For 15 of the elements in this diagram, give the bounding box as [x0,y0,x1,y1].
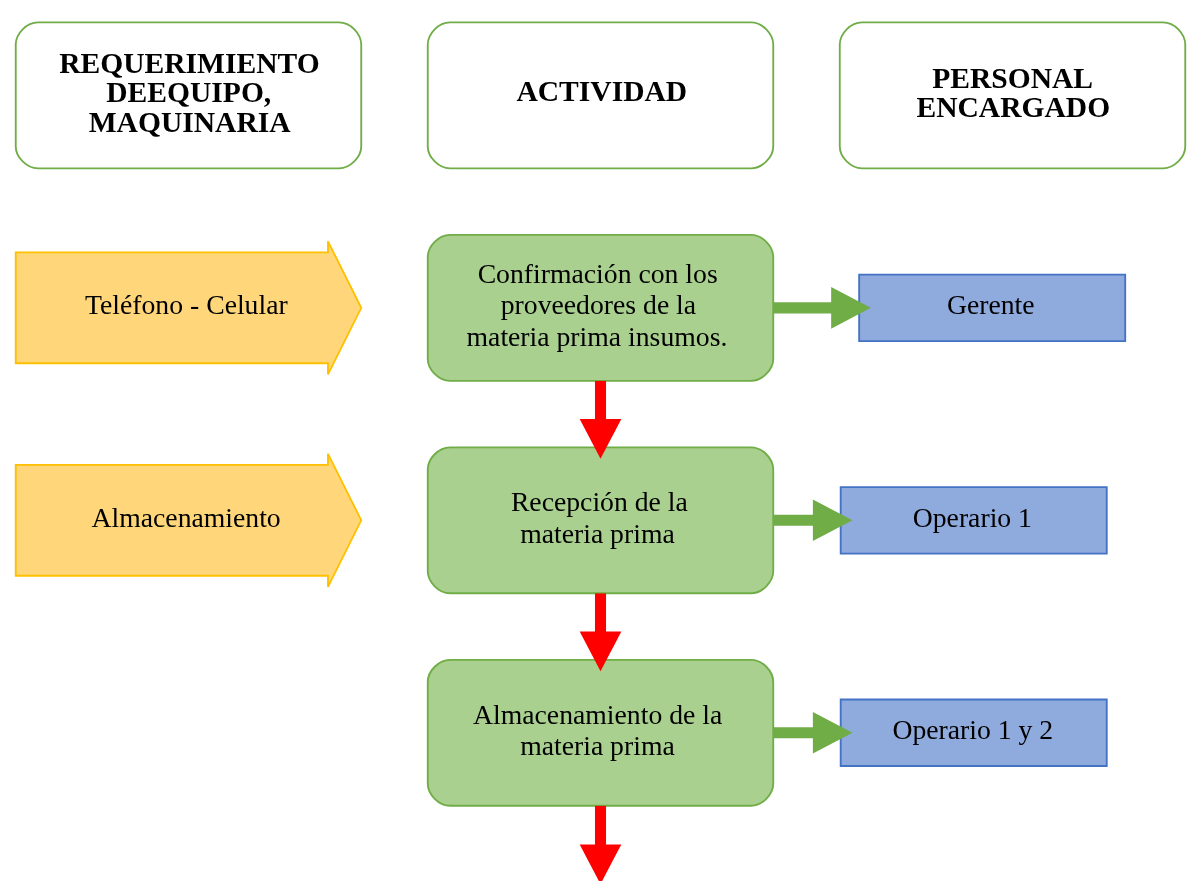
node-box: Almacenamiento de la materia prima [426,658,775,807]
node-box: PERSONAL ENCARGADO [838,21,1187,170]
arrow [773,499,853,542]
node-box: Operario 1 [839,486,1108,555]
node-box: Gerente [858,273,1127,343]
arrow [579,380,622,459]
node-box: REQUERIMIENTO DEEQUIPO, MAQUINARIA [14,21,363,170]
arrow [579,805,622,881]
arrow [773,711,853,754]
node-box: Confirmación con los proveedores de la materia prima insumos. [426,233,775,382]
node-box: Operario 1 y 2 [839,698,1108,767]
node-box: ACTIVIDAD [426,21,775,170]
arrow [773,287,871,329]
node-box: Recepción de la materia prima [426,446,775,595]
arrow [579,593,622,672]
